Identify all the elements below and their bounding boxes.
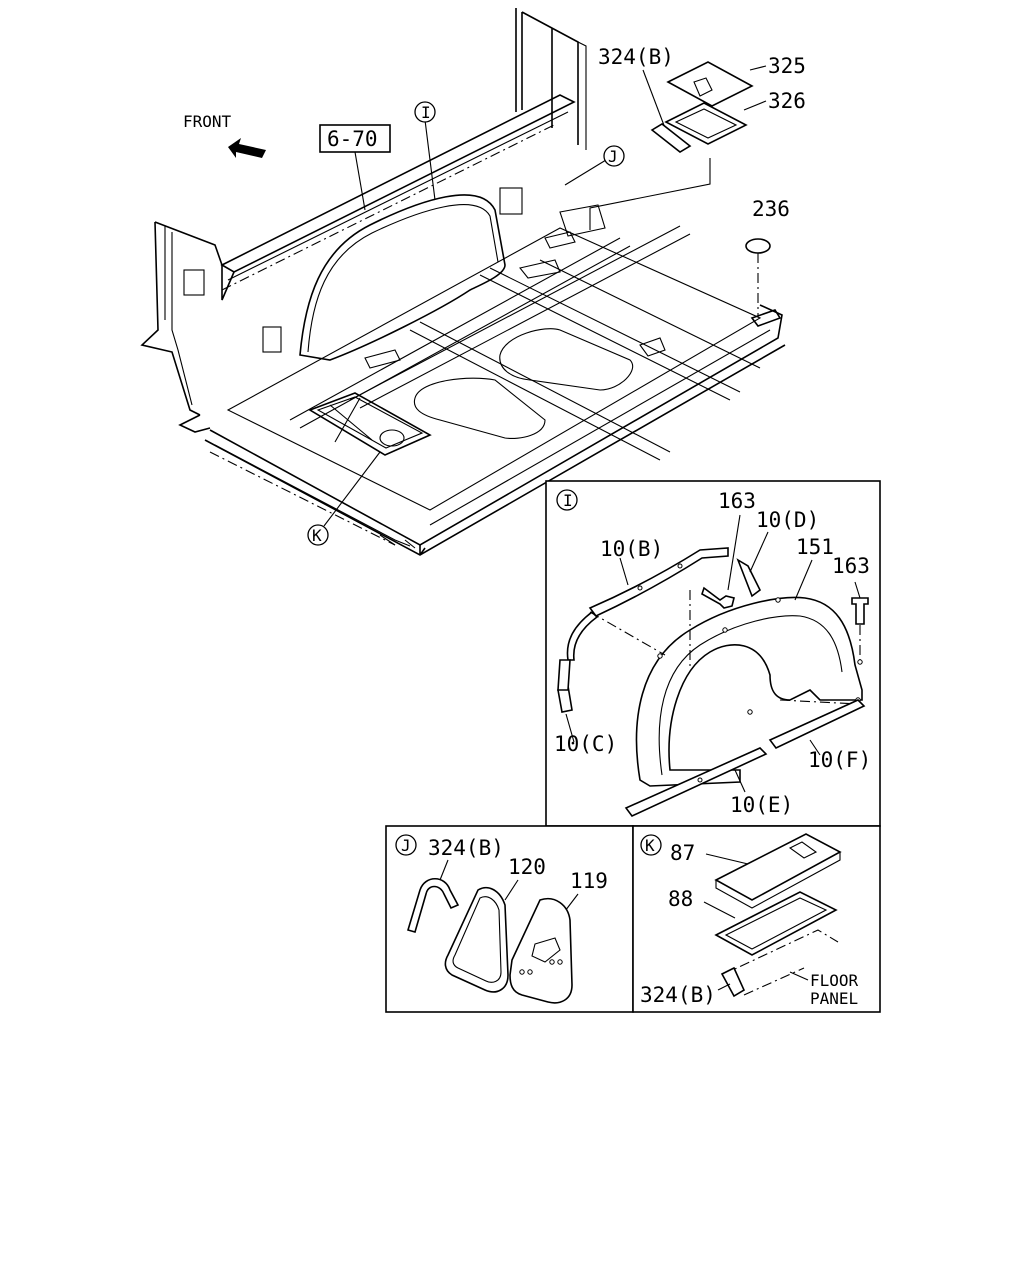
bolt-163-b — [851, 597, 869, 625]
bolt-163-a — [701, 586, 735, 609]
parts-324b-325-326: 324(B) 325 326 — [589, 45, 806, 230]
part-325-cover — [666, 61, 754, 107]
detail-i-panel: I 10(B) 10(D) 163 151 163 — [545, 480, 881, 827]
part-label-120: 120 — [508, 855, 546, 879]
part-label-88: 88 — [668, 887, 693, 911]
part-label-163-b: 163 — [832, 554, 870, 578]
part-236: 236 — [745, 197, 790, 316]
detail-j-tag: J — [401, 836, 411, 855]
part-label-119: 119 — [570, 869, 608, 893]
front-label: FRONT — [183, 112, 232, 131]
part-label-163-a: 163 — [718, 489, 756, 513]
part-88-gasket — [714, 891, 838, 956]
detail-i-tag: I — [563, 491, 573, 510]
callout-j: J — [564, 145, 625, 186]
part-151-liner — [635, 596, 863, 787]
detail-k-tag: K — [645, 836, 655, 855]
part-label-87: 87 — [670, 841, 695, 865]
part-236-plug — [745, 238, 771, 254]
part-label-236: 236 — [752, 197, 790, 221]
part-label-k-324b: 324(B) — [640, 983, 716, 1007]
callout-j-label: J — [608, 147, 618, 166]
callout-k-label: K — [312, 526, 322, 545]
part-label-j-324b: 324(B) — [428, 836, 504, 860]
part-label-326: 326 — [768, 89, 806, 113]
part-label-325: 325 — [768, 54, 806, 78]
part-326-gasket — [664, 102, 748, 145]
front-indicator: FRONT — [183, 112, 266, 158]
callout-i: I — [414, 101, 436, 201]
part-label-10d: 10(D) — [756, 508, 819, 532]
part-120-seal — [444, 886, 509, 993]
floor-assembly-drawing — [140, 8, 786, 556]
front-arrow-icon — [228, 138, 266, 158]
part-label-10c: 10(C) — [554, 732, 617, 756]
callout-k: K — [307, 451, 381, 546]
detail-j-panel: J 324(B) 120 119 — [385, 825, 634, 1013]
floor-label: FLOOR — [810, 971, 859, 990]
part-label-10e: 10(E) — [730, 793, 793, 817]
callout-i-label: I — [421, 103, 431, 122]
reference-box-label: 6-70 — [327, 127, 378, 151]
part-label-10b: 10(B) — [600, 537, 663, 561]
panel-label: PANEL — [810, 989, 858, 1008]
reference-box-6-70: 6-70 — [319, 124, 391, 211]
part-label-324b: 324(B) — [598, 45, 674, 69]
part-j-324b-strip — [407, 877, 460, 933]
detail-k-panel: K 87 88 324(B) FLOOR PANEL — [632, 825, 881, 1013]
part-k-324b-strip — [720, 966, 746, 998]
part-label-151: 151 — [796, 535, 834, 559]
part-119-cover — [509, 898, 573, 1004]
